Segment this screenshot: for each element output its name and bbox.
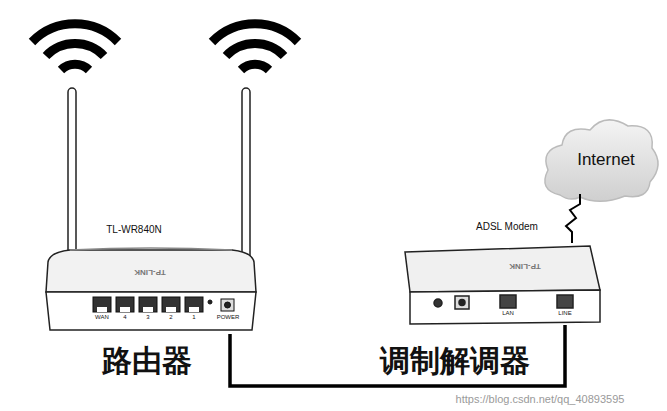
router: TL-WR840N路由器 — [40, 250, 258, 334]
port-label: 2 — [169, 314, 172, 320]
port-label: 4 — [123, 314, 126, 320]
brand-logo: TP-LINK — [509, 262, 541, 270]
watermark: https://blog.csdn.net/qq_40893595 — [456, 394, 625, 405]
modem-body — [405, 246, 600, 324]
port-label: LAN — [502, 310, 514, 316]
brand-logo: TP-LINK — [134, 268, 166, 276]
phone-line — [566, 194, 580, 243]
port-label: 3 — [146, 314, 149, 320]
port-label: LINE — [558, 310, 571, 316]
device-label: Internet — [577, 150, 635, 170]
device-label: ADSL Modem — [476, 221, 538, 233]
internet-cloud — [545, 120, 658, 201]
cloud: Internet — [548, 128, 660, 194]
wifi-symbol — [32, 24, 298, 70]
device-heading: 路由器 — [102, 343, 192, 379]
device-label: TL-WR840N — [106, 224, 162, 236]
port-label: WAN — [95, 314, 109, 320]
port-label: 1 — [192, 314, 195, 320]
router-body — [46, 248, 256, 330]
port-label: POWER — [217, 314, 240, 320]
device-heading: 调制解调器 — [380, 343, 530, 379]
network-cable — [230, 325, 565, 386]
